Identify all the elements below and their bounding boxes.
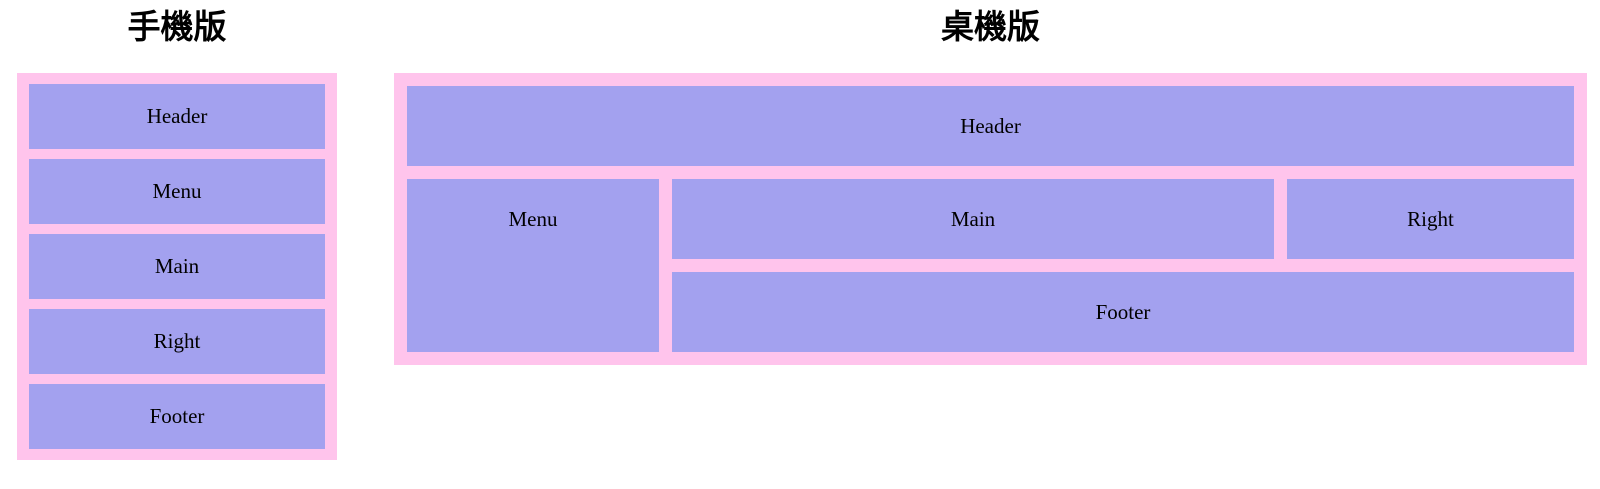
mobile-box-header: Header <box>29 84 325 149</box>
mobile-layout-panel: 手機版 Header Menu Main Right Footer <box>17 0 337 460</box>
mobile-box-footer: Footer <box>29 384 325 449</box>
mobile-title: 手機版 <box>127 8 227 45</box>
desktop-container: Header Menu Main Right Footer <box>394 73 1587 365</box>
mobile-box-main: Main <box>29 234 325 299</box>
desktop-box-footer: Footer <box>672 272 1574 352</box>
desktop-box-menu: Menu <box>407 179 659 352</box>
desktop-layout-panel: 桌機版 Header Menu Main Right Footer <box>394 0 1587 365</box>
desktop-box-main: Main <box>672 179 1274 259</box>
desktop-title: 桌機版 <box>941 8 1040 45</box>
mobile-box-right: Right <box>29 309 325 374</box>
mobile-container: Header Menu Main Right Footer <box>17 73 337 460</box>
mobile-box-menu: Menu <box>29 159 325 224</box>
desktop-box-right: Right <box>1287 179 1574 259</box>
desktop-box-header: Header <box>407 86 1574 166</box>
